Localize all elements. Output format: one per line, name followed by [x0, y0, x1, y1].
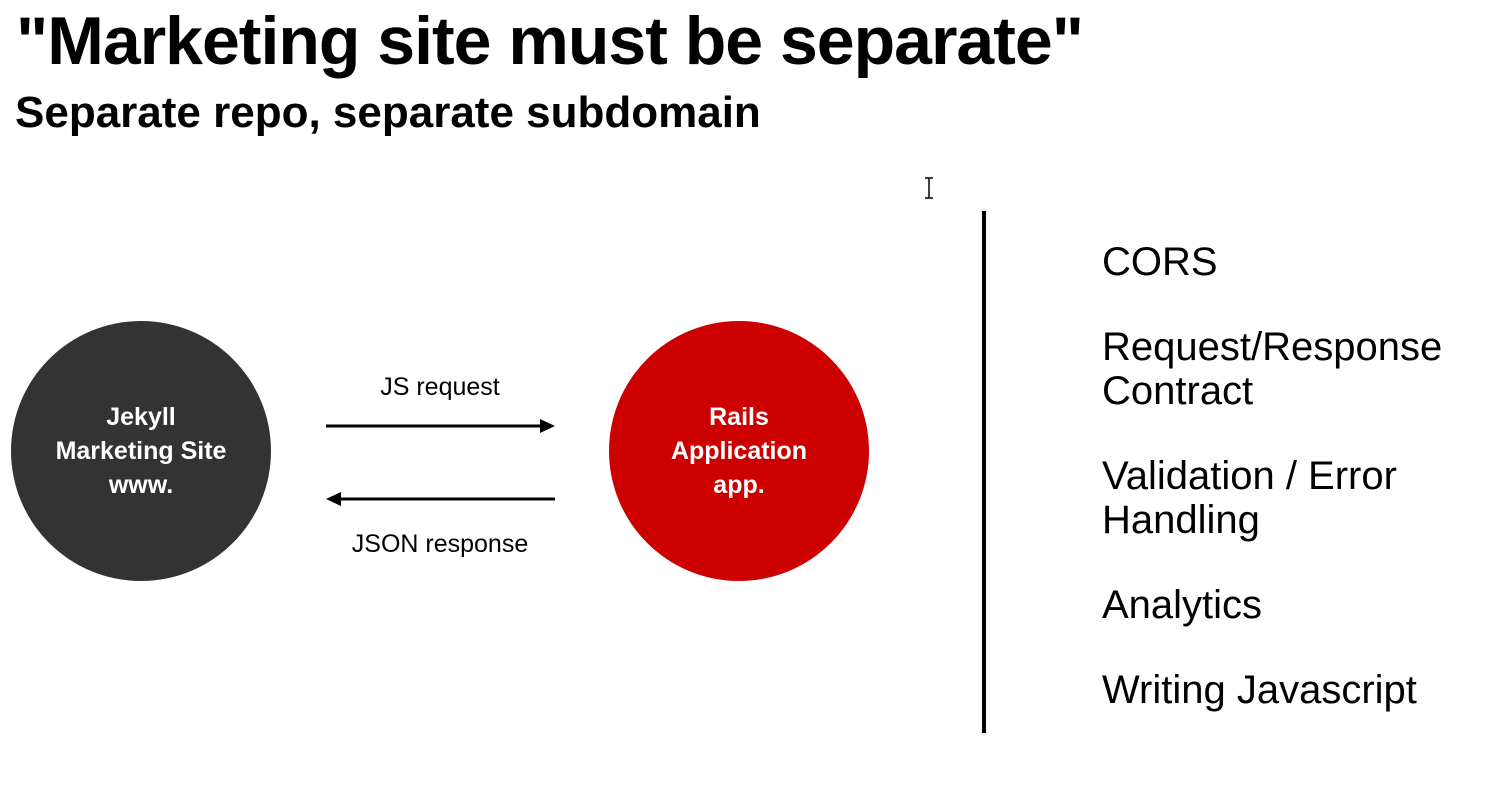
node-label-line: Rails [709, 403, 769, 431]
concern-item: CORS [1102, 240, 1218, 284]
concern-item: Analytics [1102, 583, 1263, 627]
concern-item: Request/Response Contract [1102, 325, 1443, 413]
concerns-list: CORS Request/Response Contract Validatio… [1102, 240, 1492, 753]
response-arrow [326, 492, 555, 506]
vertical-divider [982, 211, 986, 733]
request-arrow [326, 419, 555, 433]
concern-item: Writing Javascript [1102, 668, 1417, 712]
node-label-line: app. [713, 471, 765, 499]
slide-title: "Marketing site must be separate" [16, 3, 1084, 79]
node-label-line: Jekyll [106, 403, 176, 431]
node-label-line: Marketing Site [55, 437, 227, 465]
text-cursor-icon [925, 177, 933, 199]
node-label-line: Application [670, 437, 808, 465]
json-response-label: JSON response [351, 530, 529, 558]
jekyll-marketing-site-node: Jekyll Marketing Site www. [11, 321, 271, 581]
rails-application-node: Rails Application app. [609, 321, 869, 581]
js-request-label: JS request [380, 373, 500, 401]
concern-item: Validation / Error Handling [1102, 454, 1397, 542]
slide-subtitle: Separate repo, separate subdomain [15, 88, 761, 137]
node-label-line: www. [108, 471, 174, 499]
